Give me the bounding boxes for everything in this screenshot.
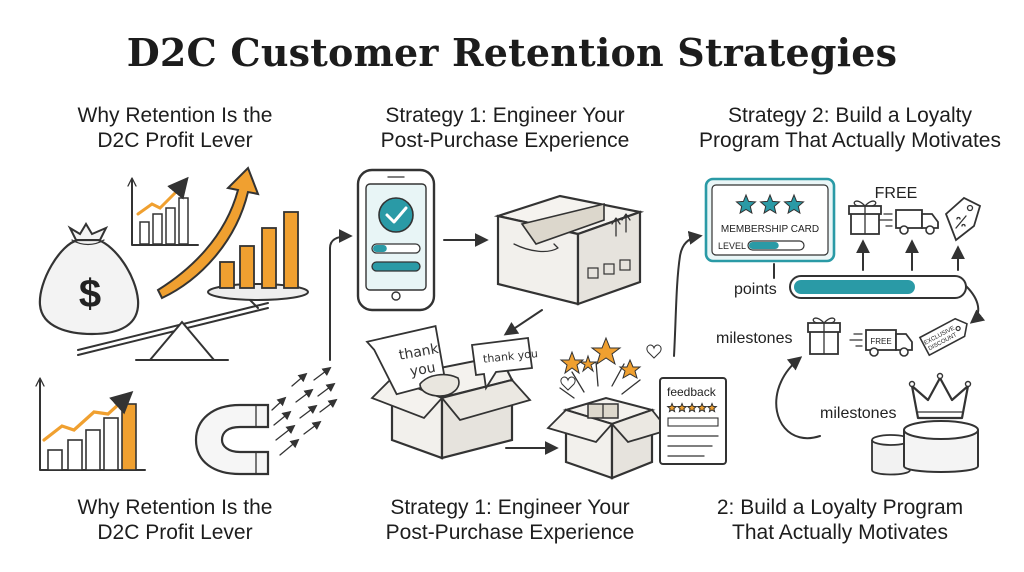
flow-arrow xyxy=(775,356,821,439)
heading-line: Post-Purchase Experience xyxy=(380,129,630,152)
star-icon xyxy=(783,193,805,215)
page-title: D2C Customer Retention Strategies xyxy=(126,30,898,75)
heading-strategy2-top: Strategy 2: Build a Loyalty Program That… xyxy=(690,103,1010,153)
thank-note-text: you xyxy=(409,360,437,380)
milestones-label: milestones xyxy=(716,330,792,347)
heading-line: Program That Actually Motivates xyxy=(699,129,1001,152)
heading-line: D2C Profit Lever xyxy=(97,129,253,152)
shipping-box-icon xyxy=(493,194,645,306)
gift-icon xyxy=(807,317,841,355)
heading-line: Strategy 1: Engineer Your xyxy=(385,104,625,127)
magnet-icon xyxy=(194,366,338,476)
feedback-label: feedback xyxy=(667,385,717,399)
dollar-sign: $ xyxy=(79,272,101,316)
heading-line: Strategy 2: Build a Loyalty xyxy=(728,104,972,127)
free-label: FREE xyxy=(875,185,918,202)
trend-arrow-icon xyxy=(156,166,260,300)
heading-strategy1-bottom: Strategy 1: Engineer Your Post-Purchase … xyxy=(355,495,665,545)
flow-arrow xyxy=(329,229,353,361)
heading-line: Post-Purchase Experience xyxy=(385,521,635,544)
star-icon xyxy=(676,402,688,413)
heading-line: Why Retention Is the xyxy=(77,496,273,519)
points-label: points xyxy=(734,281,777,298)
crown-icon xyxy=(908,372,972,420)
flow-arrow xyxy=(965,285,986,324)
open-gift-box-icon: thank you xyxy=(365,325,532,460)
speech-bubble-icon: thank you xyxy=(470,336,538,391)
gift-icon xyxy=(848,200,882,235)
heading-strategy2-bottom: 2: Build a Loyalty Program That Actually… xyxy=(690,495,990,545)
membership-card-label: MEMBERSHIP CARD xyxy=(721,224,819,235)
heading-retention-bottom: Why Retention Is the D2C Profit Lever xyxy=(60,495,290,545)
feedback-form-icon: feedback xyxy=(659,377,727,465)
level-label: LEVEL xyxy=(718,241,746,251)
delivery-truck-icon: FREE xyxy=(849,329,913,357)
open-gift-box-icon xyxy=(546,336,670,480)
smartphone-icon xyxy=(356,168,436,312)
flow-arrow xyxy=(503,309,543,336)
star-icon xyxy=(696,402,708,413)
growth-chart-icon xyxy=(35,377,146,471)
milestones-label: milestones xyxy=(820,405,896,422)
star-icon xyxy=(666,402,678,413)
star-icon xyxy=(706,402,718,413)
heading-line: That Actually Motivates xyxy=(732,521,948,544)
flow-arrow xyxy=(673,230,703,357)
heading-line: Why Retention Is the xyxy=(77,104,273,127)
star-icon xyxy=(759,193,781,215)
thank-note-text: thank xyxy=(398,341,441,364)
heading-line: 2: Build a Loyalty Program xyxy=(716,496,964,519)
thank-bubble-text: thank you xyxy=(482,347,538,366)
heading-line: Strategy 1: Engineer Your xyxy=(390,496,630,519)
discount-tag-icon: EXCLUSIVE DISCOUNT xyxy=(918,317,968,357)
star-icon xyxy=(735,193,757,215)
balance-scale-icon xyxy=(77,211,309,361)
star-rating xyxy=(666,402,718,413)
heading-strategy1-top: Strategy 1: Engineer Your Post-Purchase … xyxy=(350,103,660,153)
delivery-truck-icon xyxy=(879,209,939,235)
free-truck-label: FREE xyxy=(870,337,891,346)
membership-card-icon: MEMBERSHIP CARD LEVEL xyxy=(704,177,836,263)
money-bag-icon: $ xyxy=(38,222,140,336)
star-icon xyxy=(686,402,698,413)
discount-tag-icon xyxy=(944,196,982,242)
growth-chart-icon xyxy=(127,176,199,246)
heading-line: D2C Profit Lever xyxy=(97,521,253,544)
heading-retention-top: Why Retention Is the D2C Profit Lever xyxy=(60,103,290,153)
star-rating xyxy=(735,193,805,215)
podium-icon xyxy=(871,420,979,476)
points-progress-bar xyxy=(789,275,967,299)
